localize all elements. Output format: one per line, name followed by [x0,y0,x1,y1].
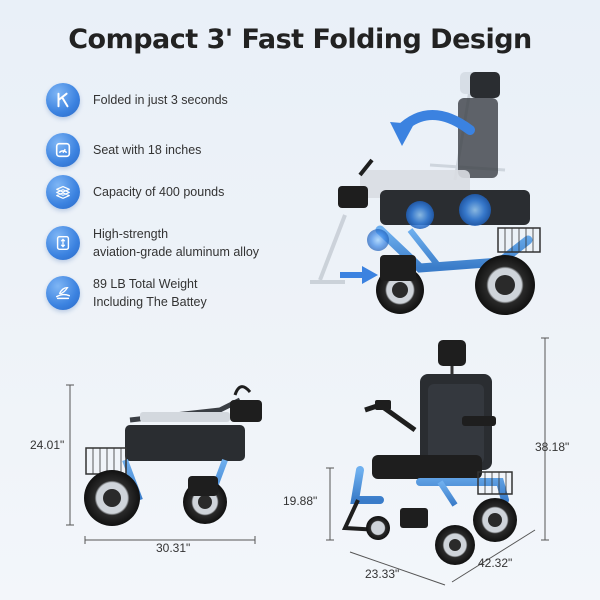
fold-icon [46,83,80,117]
feature-line: 89 LB Total Weight [93,277,198,291]
feature-item-capacity: Capacity of 400 pounds [46,175,224,209]
total-height-label: 38.18" [535,440,570,454]
width-label: 23.33" [365,567,400,581]
feature-line: High-strength [93,227,169,241]
feature-text: 89 LB Total Weight Including The Battey [93,275,207,311]
folded-height-label: 24.01" [30,438,65,452]
feature-line: aviation-grade aluminum alloy [93,245,260,259]
folding-chair-illustration [310,72,541,315]
page-title: Compact 3' Fast Folding Design [68,24,532,55]
feature-item-fold: Folded in just 3 seconds [46,83,228,117]
feature-text: Seat with 18 inches [93,141,201,159]
feature-line: Folded in just 3 seconds [93,93,228,107]
feature-line: Capacity of 400 pounds [93,185,225,199]
weight-stack-icon [46,175,80,209]
feature-item-weight: 89 LB Total Weight Including The Battey [46,275,207,311]
feature-text: Capacity of 400 pounds [93,183,224,201]
feather-scale-icon [46,276,80,310]
feature-item-seat: Seat with 18 inches [46,133,201,167]
folded-length-label: 30.31" [156,541,191,555]
feature-line: Including The Battey [93,295,207,309]
feature-item-alloy: High-strength aviation-grade aluminum al… [46,225,259,261]
full-chair-illustration [326,337,549,586]
depth-label: 42.32" [478,556,513,570]
height-arrows-icon [46,226,80,260]
folded-chair-illustration [66,384,262,544]
feature-line: Seat with 18 inches [93,143,202,157]
feature-text: Folded in just 3 seconds [93,91,228,109]
feature-text: High-strength aviation-grade aluminum al… [93,225,259,261]
seat-gauge-icon [46,133,80,167]
seat-height-label: 19.88" [283,494,318,508]
